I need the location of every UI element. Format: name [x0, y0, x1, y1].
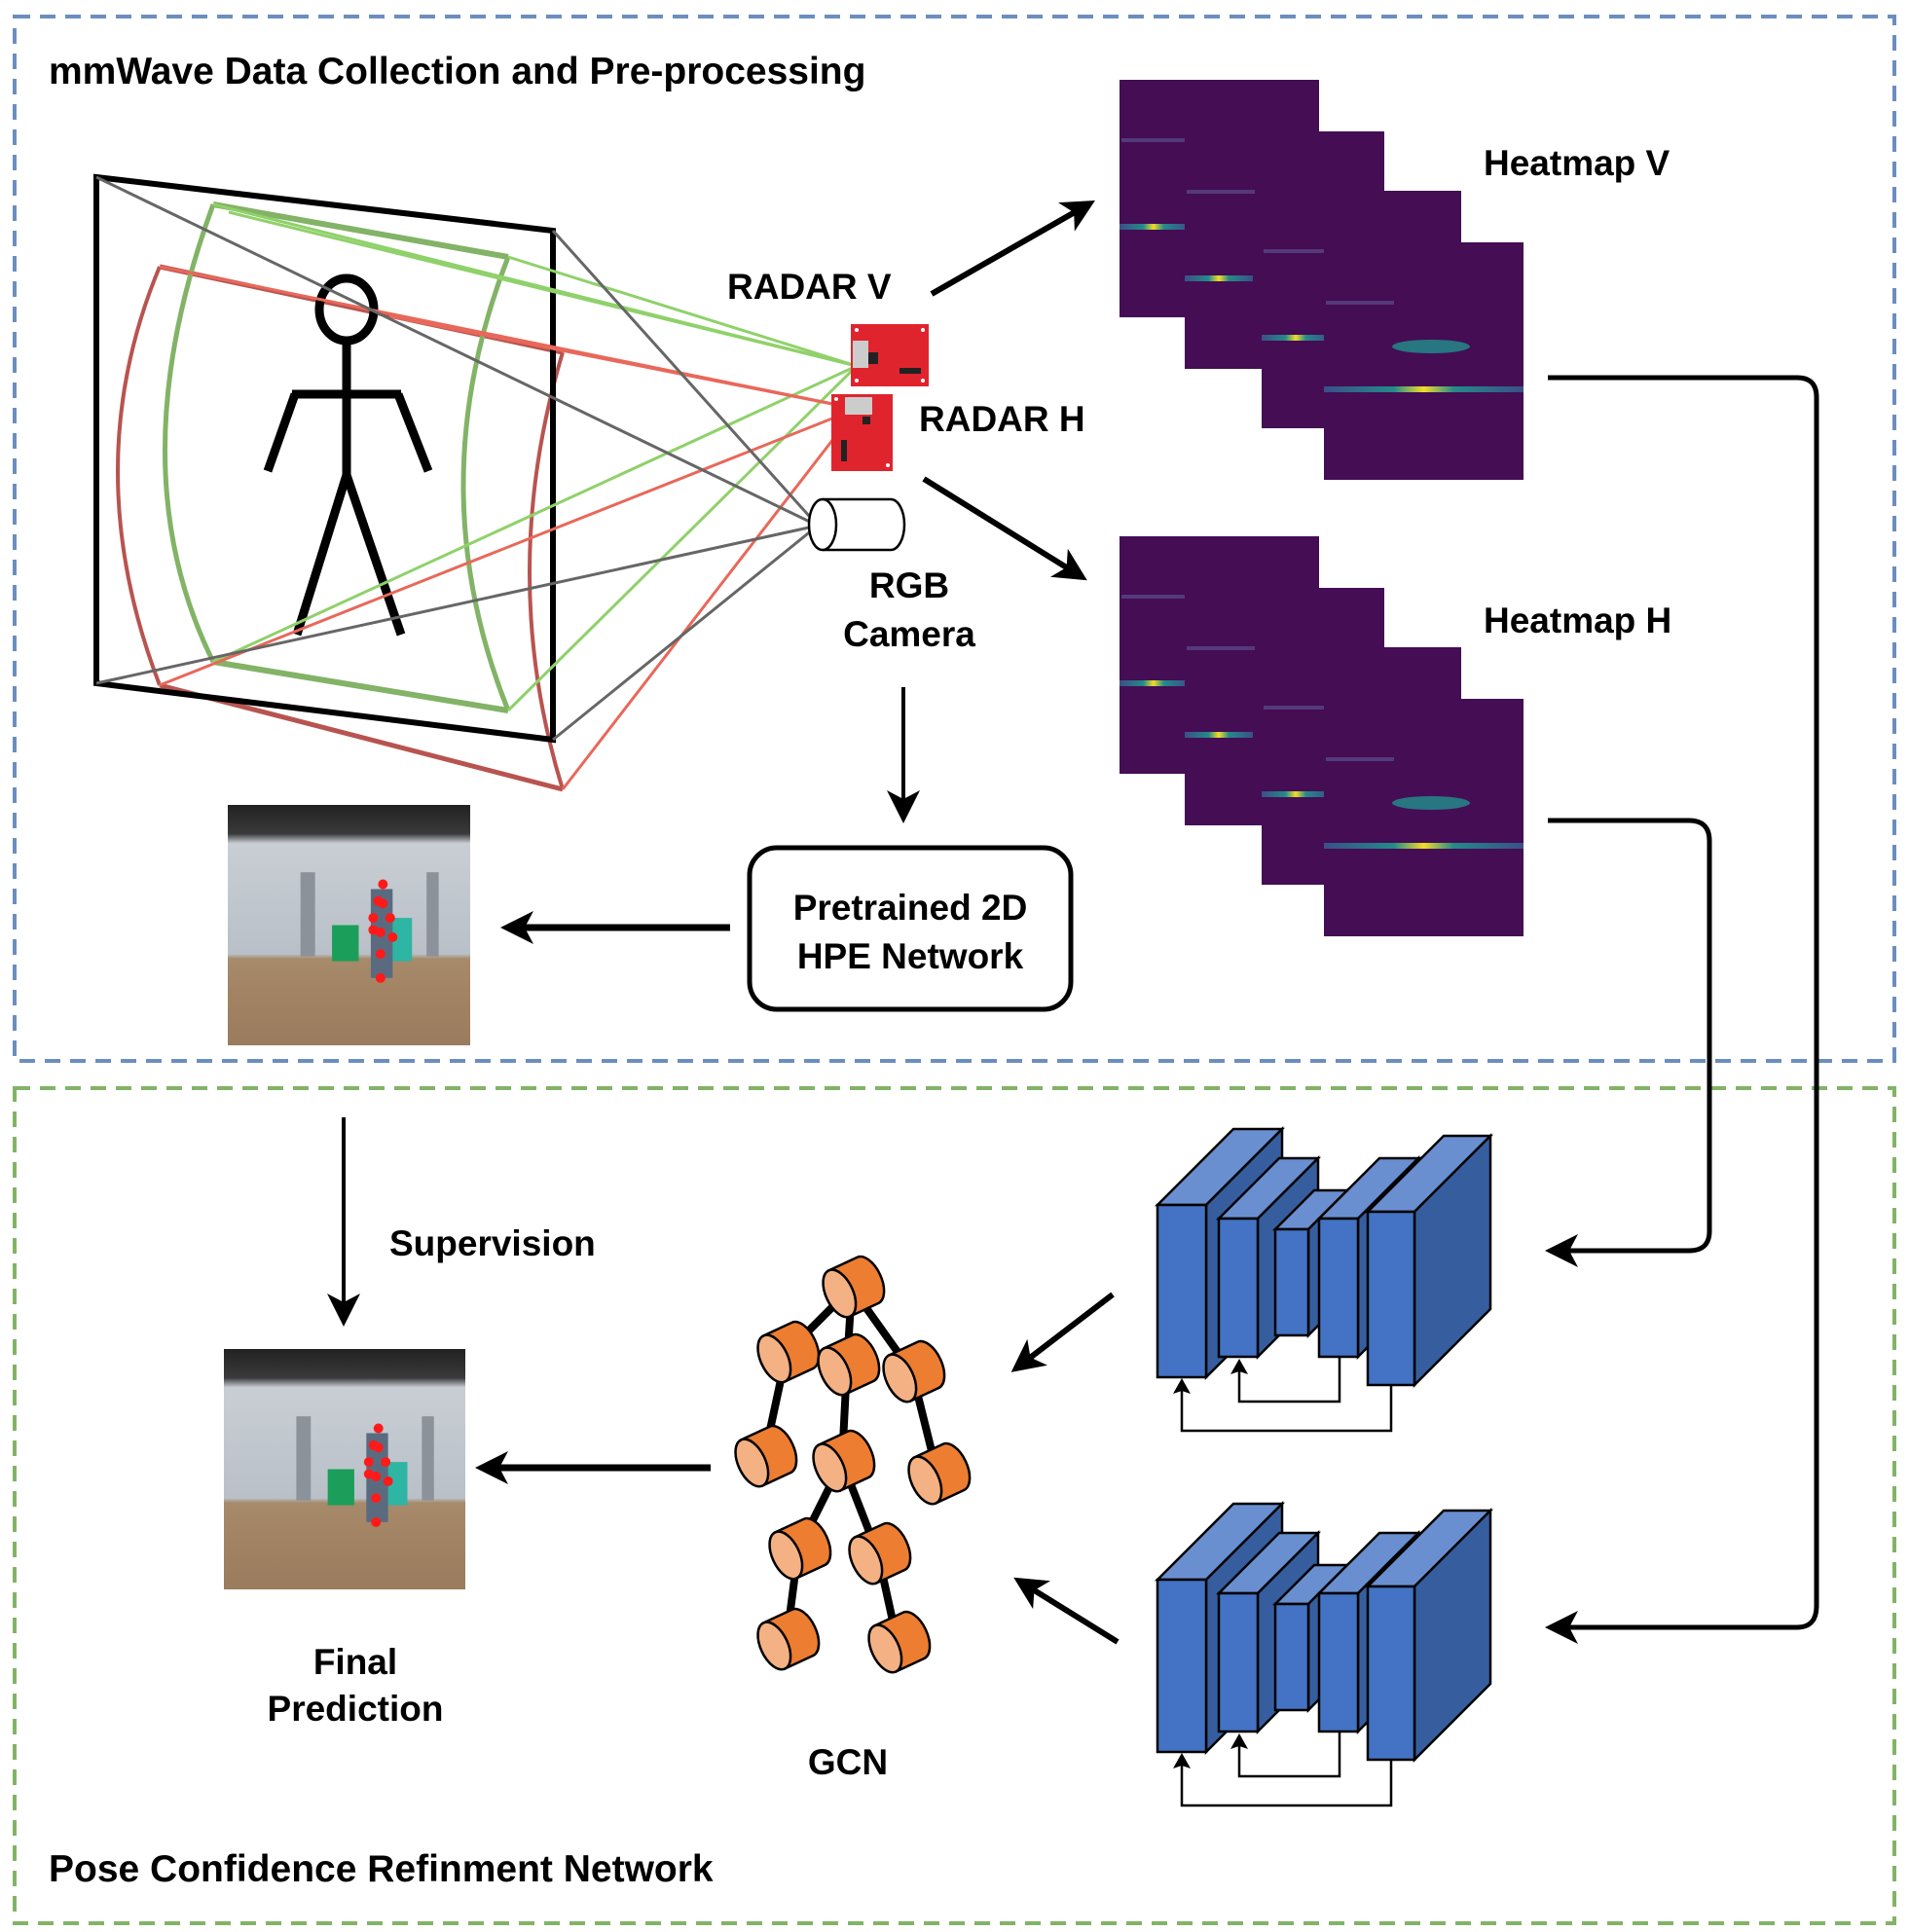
- ground-truth-pose-image: [228, 805, 470, 1045]
- radar-h-label: RADAR H: [919, 399, 1085, 439]
- green-panel: [327, 1469, 354, 1506]
- gcn-node: [734, 1424, 798, 1488]
- section-top-title: mmWave Data Collection and Pre-processin…: [49, 51, 865, 92]
- keypoint: [381, 1457, 391, 1468]
- final-label-line2: Prediction: [268, 1689, 444, 1729]
- sensing-volume: [93, 173, 859, 792]
- keypoint: [373, 1442, 384, 1453]
- skip-connection: [1230, 1732, 1341, 1778]
- gcn-node: [756, 1607, 821, 1671]
- hpe-network-box: [747, 845, 1074, 1012]
- connector-heatmap-h-to-conv-top: [1545, 818, 1712, 1267]
- conv-layer: [1364, 1507, 1494, 1764]
- gcn-node: [882, 1339, 946, 1403]
- keypoint: [385, 913, 395, 924]
- gcn-node: [768, 1516, 832, 1581]
- arrow-conv-top-to-gcn: [1010, 1292, 1115, 1372]
- green-panel: [332, 925, 359, 962]
- keypoint: [371, 1493, 382, 1504]
- keypoint: [363, 1457, 374, 1468]
- gcn-node: [756, 1320, 821, 1384]
- final-prediction-image: [224, 1349, 465, 1589]
- supervision-label: Supervision: [389, 1223, 596, 1263]
- arrow-conv-bottom-to-gcn: [1013, 1577, 1120, 1645]
- gcn-node: [812, 1429, 876, 1493]
- radar-v-board-icon: [851, 324, 929, 386]
- radar-h-board-icon: [831, 394, 893, 471]
- keypoint: [378, 879, 388, 890]
- heatmap-v-label: Heatmap V: [1484, 143, 1670, 183]
- section-bottom-title: Pose Confidence Refinment Network: [49, 1848, 714, 1890]
- conv-block-bottom: [1154, 1500, 1494, 1807]
- heatmap-h-label: Heatmap H: [1484, 601, 1671, 640]
- keypoint: [375, 949, 385, 960]
- gcn-graph: [734, 1255, 972, 1674]
- final-label-line1: Final: [313, 1642, 397, 1682]
- keypoint: [371, 1471, 382, 1481]
- keypoint: [375, 927, 385, 937]
- gcn-node: [867, 1610, 932, 1674]
- radar-v-label: RADAR V: [727, 267, 892, 307]
- skip-connection: [1173, 1378, 1393, 1433]
- heatmap-v-stack: [1120, 80, 1524, 480]
- section-top-border: [13, 15, 1896, 1063]
- keypoint: [387, 931, 398, 942]
- keypoint: [371, 1516, 382, 1527]
- gcn-node: [848, 1521, 912, 1586]
- skip-connection: [1173, 1753, 1393, 1807]
- hpe-label-line2: HPE Network: [797, 936, 1024, 976]
- camera-icon: [807, 497, 906, 552]
- conv-block-top: [1154, 1125, 1494, 1433]
- heatmap-frame: [1324, 699, 1524, 936]
- keypoint: [368, 913, 379, 924]
- person-icon: [263, 273, 433, 637]
- section-bottom-border: [13, 1086, 1896, 1925]
- keypoint: [378, 898, 388, 909]
- keypoint: [373, 1423, 384, 1434]
- heatmap-frame: [1324, 242, 1524, 480]
- arrow-radar-h-to-heatmap: [922, 476, 1087, 581]
- arrow-radar-v-to-heatmap: [930, 200, 1095, 297]
- camera-label-line2: Camera: [843, 614, 975, 654]
- skip-connection: [1230, 1357, 1341, 1403]
- connector-heatmap-v-to-conv-bottom: [1545, 375, 1819, 1644]
- gcn-label: GCN: [808, 1742, 888, 1782]
- camera-label-line1: RGB: [869, 565, 949, 605]
- gcn-node: [907, 1441, 972, 1506]
- hpe-label-line1: Pretrained 2D: [793, 888, 1028, 928]
- gcn-node: [822, 1255, 886, 1319]
- keypoint: [375, 972, 385, 983]
- heatmap-h-stack: [1120, 536, 1524, 936]
- keypoint: [383, 1476, 393, 1486]
- gcn-node: [817, 1332, 881, 1397]
